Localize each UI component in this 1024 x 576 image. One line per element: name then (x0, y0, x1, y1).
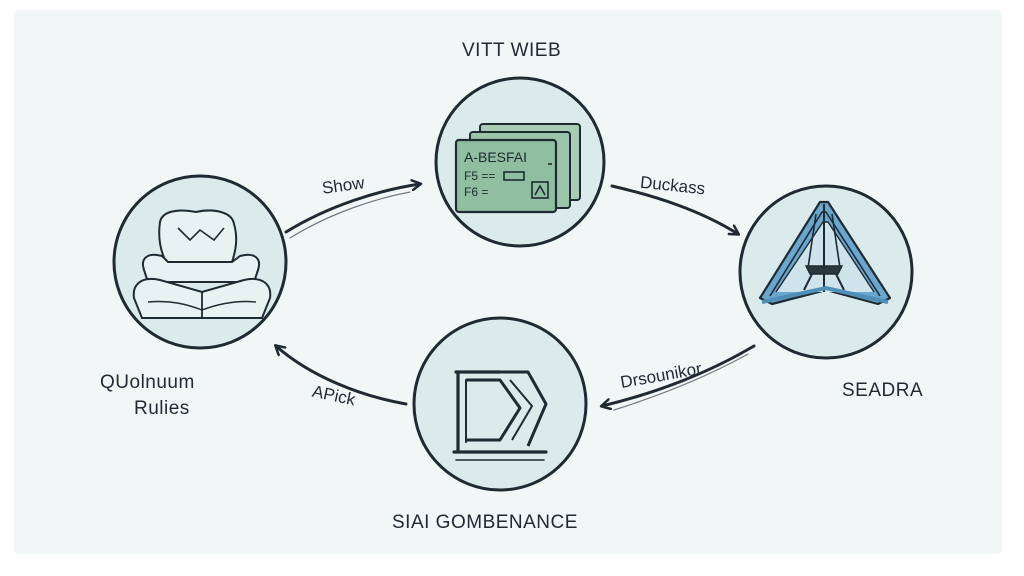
node-bottom-label: SIAI GOMBENANCE (392, 512, 578, 533)
node-top-label: VITT WIEB (462, 40, 562, 61)
node-left-label-line1: QUolnuum (100, 372, 195, 393)
tent-structure-icon (758, 200, 892, 306)
document-text-line3: F6 = (464, 185, 488, 199)
edge-right-to-bottom (602, 344, 756, 411)
document-text-line1: A-BESFAI (464, 149, 527, 165)
node-right (738, 184, 914, 360)
node-left-label-line2: Rulies (134, 398, 190, 419)
node-left (112, 174, 288, 350)
cushion-chair-icon (132, 209, 272, 319)
edge-left-to-top (284, 184, 420, 239)
edge-bottom-to-left (276, 346, 408, 406)
node-right-label: SEADRA (842, 380, 924, 401)
node-top: A-BESFAI F5 == F6 = (434, 76, 606, 248)
edge-top-to-right (610, 184, 738, 234)
monogram-bk-icon (452, 370, 548, 461)
node-bottom (412, 316, 588, 492)
document-text-line2: F5 == (464, 169, 495, 183)
document-stack-icon: A-BESFAI F5 == F6 = (454, 123, 581, 214)
